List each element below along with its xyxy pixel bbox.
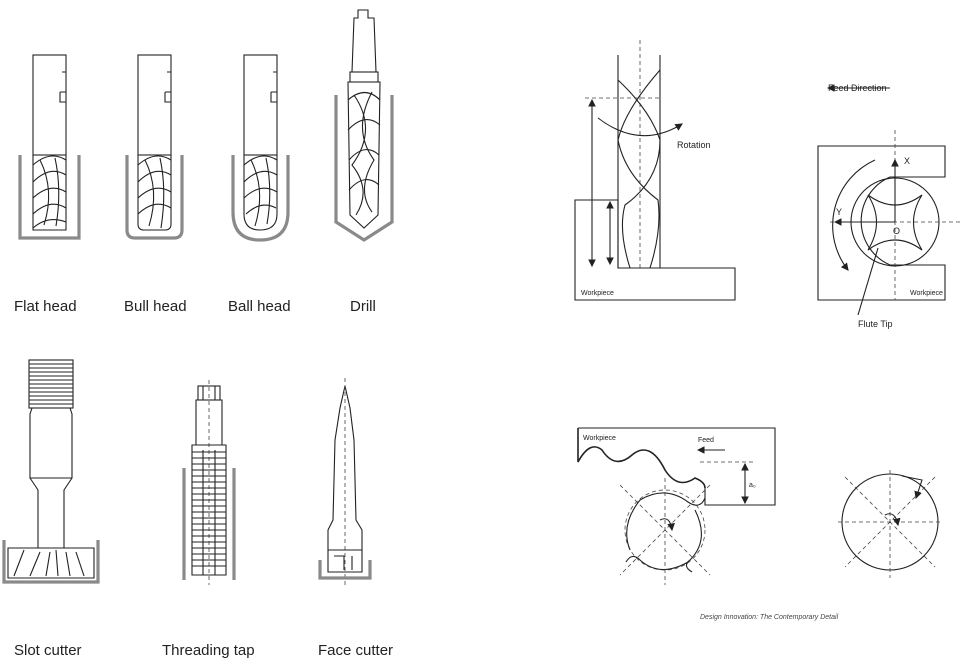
workpiece-label-2: Workpiece bbox=[910, 290, 943, 297]
feed-direction-label: Feed Direction bbox=[828, 83, 887, 93]
drill-bit bbox=[334, 9, 394, 242]
ball-head-label: Ball head bbox=[228, 298, 291, 315]
endmill-cutting-diagram bbox=[574, 40, 736, 301]
axis-y-label: Y bbox=[836, 207, 842, 217]
threading-tap-label: Threading tap bbox=[162, 642, 255, 659]
milling-section-diagram bbox=[577, 427, 942, 585]
axis-x-label: X bbox=[904, 156, 910, 166]
flat-head-label: Flat head bbox=[14, 298, 77, 315]
rotation-label: Rotation bbox=[677, 140, 711, 150]
slot-cutter bbox=[2, 359, 100, 584]
bull-head-endmill bbox=[125, 54, 184, 240]
endmill-top-view-diagram bbox=[817, 84, 960, 316]
workpiece-label-1: Workpiece bbox=[581, 290, 614, 297]
drill-label: Drill bbox=[350, 298, 376, 315]
workpiece-label-3: Workpiece bbox=[583, 435, 616, 442]
feed-label: Feed bbox=[698, 437, 714, 444]
depth-label: a₀ bbox=[749, 482, 756, 489]
slot-cutter-label: Slot cutter bbox=[14, 642, 82, 659]
flat-head-endmill bbox=[18, 54, 81, 240]
center-o-label: O bbox=[893, 226, 900, 236]
threading-tap bbox=[182, 380, 236, 585]
face-cutter bbox=[318, 378, 372, 585]
flute-tip-label: Flute Tip bbox=[858, 319, 893, 329]
credit-text: Design Innovation: The Contemporary Deta… bbox=[700, 614, 839, 621]
ball-head-endmill bbox=[231, 54, 290, 242]
bull-head-label: Bull head bbox=[124, 298, 187, 315]
face-cutter-label: Face cutter bbox=[318, 642, 394, 659]
